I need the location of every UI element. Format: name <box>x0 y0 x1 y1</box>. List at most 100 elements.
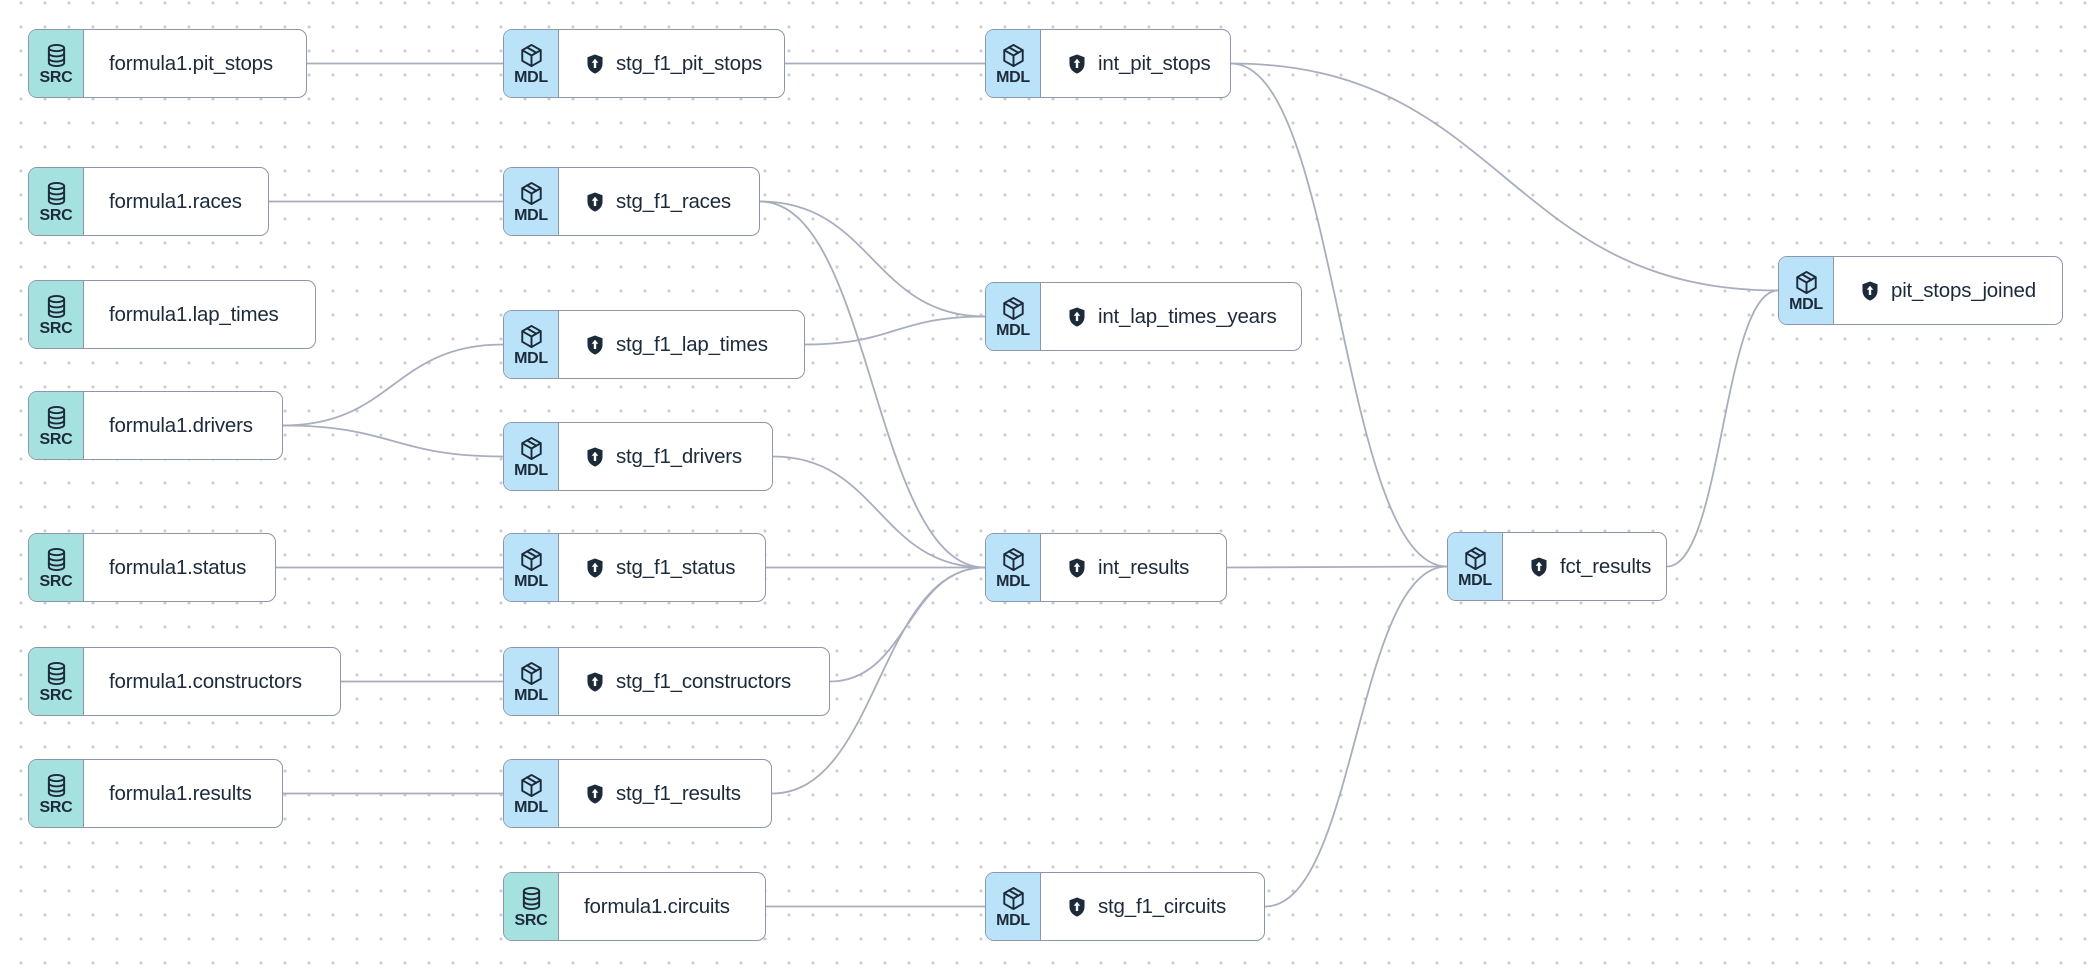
node-stg_f1_status[interactable]: MDL stg_f1_status <box>503 533 766 602</box>
database-icon <box>43 772 70 799</box>
node-label: int_results <box>1098 555 1190 579</box>
node-type-badge: MDL <box>986 30 1041 97</box>
shield-icon <box>1066 557 1088 579</box>
node-type-label: MDL <box>514 349 548 367</box>
edge-stg_f1_drivers-to-int_results <box>772 455 986 569</box>
node-type-label: MDL <box>1789 295 1823 313</box>
node-formula1.drivers[interactable]: SRC formula1.drivers <box>28 391 283 460</box>
node-type-label: MDL <box>996 321 1030 339</box>
node-type-label: MDL <box>996 911 1030 929</box>
package-icon <box>518 435 545 462</box>
edge-stg_f1_circuits-to-fct_results <box>1264 565 1448 908</box>
node-formula1.constructors[interactable]: SRC formula1.constructors <box>28 647 341 716</box>
node-type-badge: MDL <box>504 423 559 490</box>
edge-formula1.drivers-to-stg_f1_drivers <box>282 424 504 458</box>
node-type-label: SRC <box>39 686 73 704</box>
database-icon <box>518 885 545 912</box>
node-type-label: SRC <box>39 68 73 86</box>
node-type-label: SRC <box>514 911 548 929</box>
node-int_pit_stops[interactable]: MDL int_pit_stops <box>985 29 1231 98</box>
node-type-badge: MDL <box>1779 257 1834 324</box>
node-label: formula1.constructors <box>109 669 302 693</box>
shield-icon <box>1066 53 1088 75</box>
node-stg_f1_constructors[interactable]: MDL stg_f1_constructors <box>503 647 830 716</box>
database-icon <box>43 404 70 431</box>
node-type-badge: SRC <box>29 168 84 235</box>
node-type-badge: MDL <box>504 30 559 97</box>
node-label: stg_f1_status <box>616 555 736 579</box>
node-label: stg_f1_pit_stops <box>616 51 763 75</box>
node-label: stg_f1_circuits <box>1098 894 1227 918</box>
node-formula1.lap_times[interactable]: SRC formula1.lap_times <box>28 280 316 349</box>
database-icon <box>43 180 70 207</box>
node-type-badge: MDL <box>986 534 1041 601</box>
node-stg_f1_races[interactable]: MDL stg_f1_races <box>503 167 760 236</box>
edge-int_pit_stops-to-fct_results <box>1230 62 1448 568</box>
node-type-label: SRC <box>39 798 73 816</box>
node-type-badge: MDL <box>1448 533 1503 600</box>
database-icon <box>43 660 70 687</box>
node-type-label: MDL <box>996 68 1030 86</box>
node-type-badge: MDL <box>986 873 1041 940</box>
node-stg_f1_results[interactable]: MDL stg_f1_results <box>503 759 772 828</box>
database-icon <box>43 546 70 573</box>
package-icon <box>1000 42 1027 69</box>
shield-icon <box>584 446 606 468</box>
edge-stg_f1_results-to-int_results <box>771 566 986 795</box>
node-type-badge: SRC <box>29 648 84 715</box>
node-label: stg_f1_constructors <box>616 669 792 693</box>
node-label: int_pit_stops <box>1098 51 1211 75</box>
shield-icon <box>584 671 606 693</box>
node-type-label: MDL <box>1458 571 1492 589</box>
node-stg_f1_lap_times[interactable]: MDL stg_f1_lap_times <box>503 310 805 379</box>
package-icon <box>518 42 545 69</box>
shield-icon <box>584 191 606 213</box>
shield-icon <box>584 334 606 356</box>
node-type-label: MDL <box>514 68 548 86</box>
node-type-label: SRC <box>39 572 73 590</box>
node-type-label: MDL <box>514 461 548 479</box>
database-icon <box>43 293 70 320</box>
node-type-badge: SRC <box>29 534 84 601</box>
node-type-badge: SRC <box>29 760 84 827</box>
node-type-badge: SRC <box>29 281 84 348</box>
package-icon <box>518 772 545 799</box>
package-icon <box>1000 546 1027 573</box>
node-formula1.races[interactable]: SRC formula1.races <box>28 167 269 236</box>
node-type-badge: SRC <box>29 392 84 459</box>
node-label: formula1.circuits <box>584 894 730 918</box>
shield-icon <box>584 53 606 75</box>
node-label: pit_stops_joined <box>1891 278 2036 302</box>
node-fct_results[interactable]: MDL fct_results <box>1447 532 1667 601</box>
node-type-badge: MDL <box>504 534 559 601</box>
node-int_results[interactable]: MDL int_results <box>985 533 1227 602</box>
node-type-badge: SRC <box>504 873 559 940</box>
node-stg_f1_pit_stops[interactable]: MDL stg_f1_pit_stops <box>503 29 785 98</box>
node-formula1.circuits[interactable]: SRC formula1.circuits <box>503 872 766 941</box>
node-type-label: MDL <box>514 206 548 224</box>
node-formula1.results[interactable]: SRC formula1.results <box>28 759 283 828</box>
edge-fct_results-to-pit_stops_joined <box>1666 289 1779 568</box>
node-label: formula1.pit_stops <box>109 51 273 75</box>
shield-icon <box>1528 556 1550 578</box>
node-type-label: SRC <box>39 430 73 448</box>
node-type-label: SRC <box>39 206 73 224</box>
node-label: stg_f1_lap_times <box>616 332 768 356</box>
node-type-label: MDL <box>514 798 548 816</box>
node-formula1.status[interactable]: SRC formula1.status <box>28 533 276 602</box>
node-type-badge: MDL <box>504 760 559 827</box>
edge-stg_f1_races-to-int_results <box>759 200 986 569</box>
node-type-badge: MDL <box>986 283 1041 350</box>
node-pit_stops_joined[interactable]: MDL pit_stops_joined <box>1778 256 2063 325</box>
node-stg_f1_drivers[interactable]: MDL stg_f1_drivers <box>503 422 773 491</box>
package-icon <box>1000 885 1027 912</box>
node-stg_f1_circuits[interactable]: MDL stg_f1_circuits <box>985 872 1265 941</box>
node-type-badge: SRC <box>29 30 84 97</box>
node-int_lap_times_years[interactable]: MDL int_lap_times_years <box>985 282 1302 351</box>
node-formula1.pit_stops[interactable]: SRC formula1.pit_stops <box>28 29 307 98</box>
package-icon <box>518 180 545 207</box>
node-label: formula1.races <box>109 189 242 213</box>
edge-stg_f1_races-to-int_lap_times_years <box>759 200 986 318</box>
